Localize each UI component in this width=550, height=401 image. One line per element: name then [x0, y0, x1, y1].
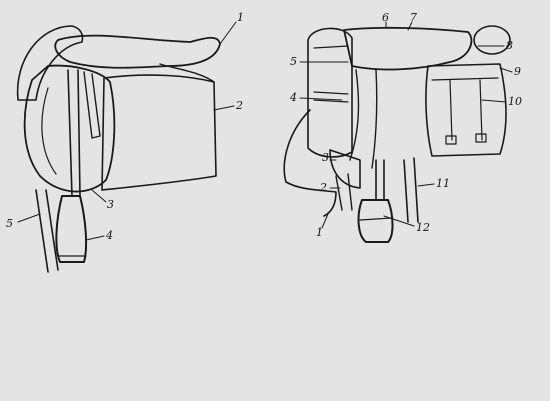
right-callout-7: 7	[410, 12, 417, 23]
right-saddle	[284, 26, 510, 242]
right-callout-6: 6	[382, 12, 389, 23]
right-stirrup-iron	[359, 200, 393, 242]
right-callout-12: 12	[416, 222, 430, 233]
right-saddle-seat	[344, 28, 471, 70]
right-rear-roll	[474, 26, 510, 54]
left-saddle-cloth	[102, 75, 216, 190]
left-callout-5: 5	[6, 218, 13, 229]
left-callout-1: 1	[237, 12, 244, 23]
right-callout-9: 9	[514, 66, 521, 77]
left-stirrup-iron	[56, 196, 86, 262]
right-callout-8: 8	[506, 40, 513, 51]
left-saddle-seat	[55, 36, 220, 68]
right-callout-4: 4	[290, 92, 297, 103]
left-callout-2: 2	[236, 100, 243, 111]
right-stirrup-leather	[376, 160, 384, 200]
left-callout-4: 4	[106, 230, 113, 241]
left-callout-3: 3	[107, 199, 114, 210]
right-callout-11: 11	[436, 178, 450, 189]
left-saddle	[18, 26, 220, 272]
right-callout-10: 10	[508, 96, 522, 107]
right-saddle-flap	[330, 150, 360, 188]
leader-lines	[18, 22, 512, 240]
right-callout-1: 1	[316, 227, 323, 238]
left-girth	[36, 190, 58, 272]
right-callout-3: 3	[322, 152, 329, 163]
right-callout-2: 2	[320, 182, 327, 193]
left-stirrup-leather	[68, 70, 80, 196]
right-callout-5: 5	[290, 56, 297, 67]
